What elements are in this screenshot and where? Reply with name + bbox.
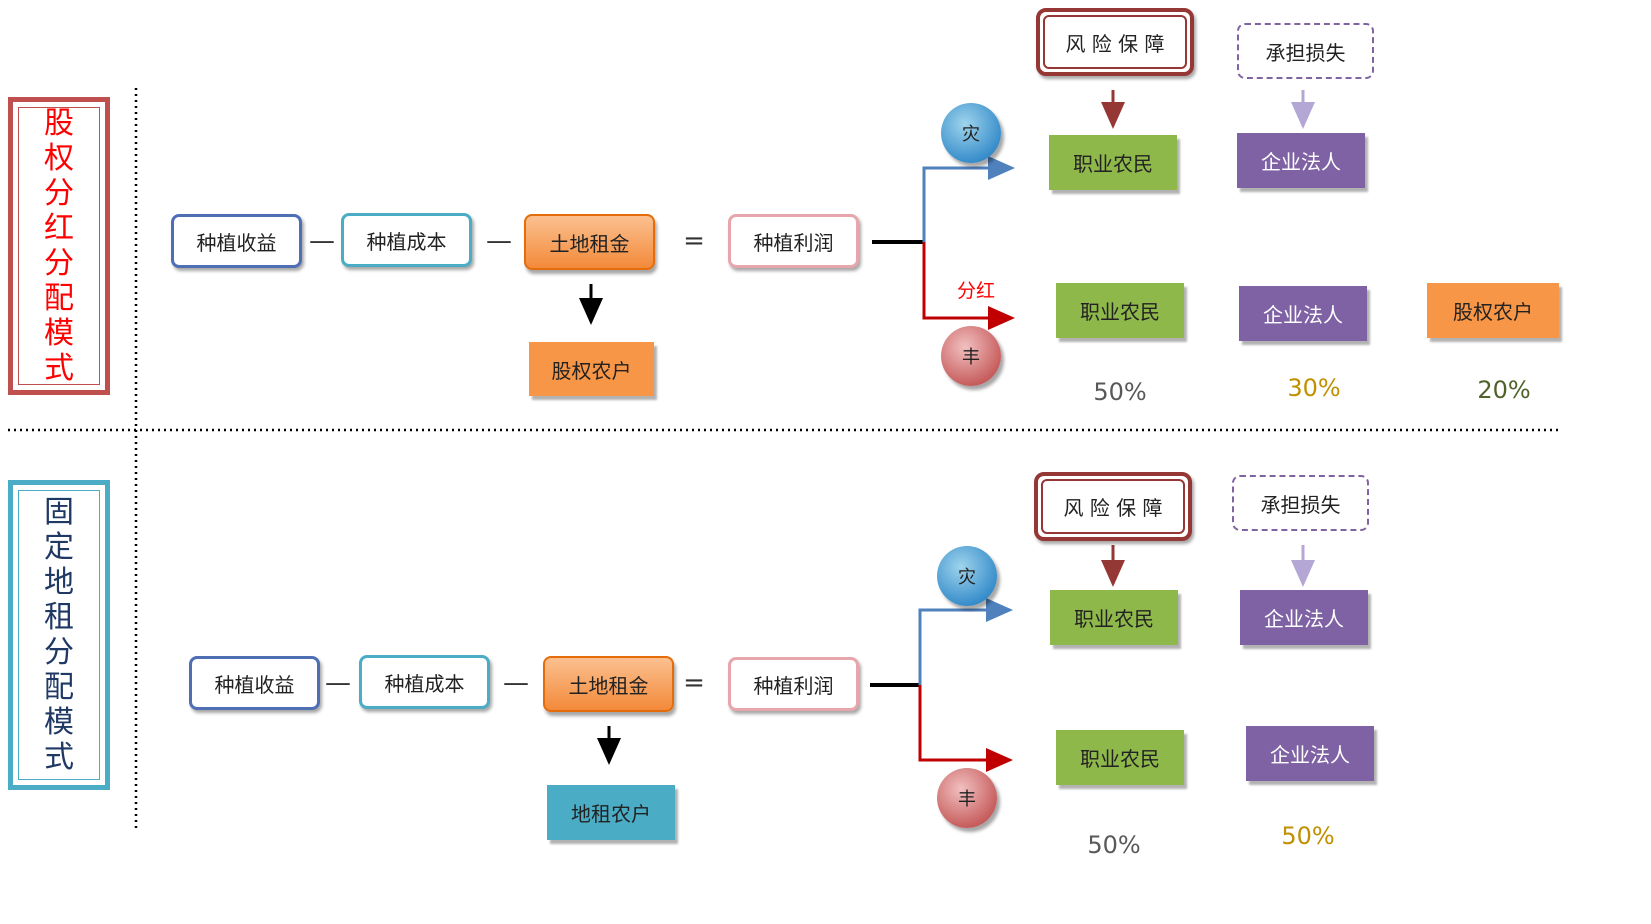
p1-revenue-label: 种植收益 (196, 230, 277, 255)
p2-harvest-enterprise-label: 企业法人 (1270, 743, 1350, 767)
p2-cost-label: 种植成本 (384, 671, 465, 696)
p1-rent-recipient-box: 股权农户 (529, 342, 654, 396)
p2-risk-box: 风 险 保 障 (1034, 472, 1192, 541)
p2-revenue-label: 种植收益 (214, 672, 295, 697)
p2-disaster-label: 灾 (958, 567, 976, 588)
p1-revenue-box: 种植收益 (171, 214, 302, 268)
p1-minus-2: — (486, 226, 512, 256)
p1-disaster-farmer-box: 职业农民 (1049, 135, 1177, 190)
p2-harvest-farmer-label: 职业农民 (1080, 747, 1160, 771)
p1-minus-1: — (309, 226, 335, 256)
p1-harvest-enterprise-label: 企业法人 (1263, 303, 1343, 327)
panel1-title-char: 红 (44, 211, 74, 246)
p1-rent-label: 土地租金 (549, 231, 630, 256)
p1-harvest-enterprise-box: 企业法人 (1239, 286, 1367, 341)
p1-harvest-shareholder-label: 股权农户 (1453, 300, 1533, 324)
p1-harvest-arrow (922, 242, 1015, 330)
p1-bear-loss-label: 承担损失 (1265, 40, 1346, 65)
panel2-title-char: 地 (44, 565, 74, 600)
p2-rent-recipient-box: 地租农户 (547, 785, 675, 840)
p2-pct-farmer: 50% (1087, 831, 1141, 859)
panel2-title-char: 模 (44, 705, 74, 740)
p2-rent-label: 土地租金 (568, 673, 649, 698)
p2-harvest-farmer-box: 职业农民 (1056, 730, 1184, 785)
p2-revenue-box: 种植收益 (189, 656, 320, 710)
p1-rent-box: 土地租金 (524, 214, 655, 270)
p1-title-box: 股权分红分配模式 (8, 97, 110, 395)
panel1-title-char: 模 (44, 316, 74, 351)
p2-disaster-enterprise-label: 企业法人 (1264, 607, 1344, 631)
p1-title-chars: 股权分红分配模式 (18, 106, 100, 386)
p2-disaster-circle: 灾 (937, 546, 997, 606)
p2-pct-enterprise: 50% (1281, 822, 1335, 850)
p2-profit-box: 种植利润 (728, 657, 859, 711)
p1-pct-farmer: 50% (1093, 378, 1147, 406)
p2-harvest-circle: 丰 (937, 768, 997, 828)
p2-disaster-farmer-box: 职业农民 (1050, 590, 1178, 645)
p2-bear-loss-box: 承担损失 (1232, 475, 1369, 531)
p2-equals: = (683, 668, 705, 698)
p1-disaster-enterprise-box: 企业法人 (1237, 133, 1365, 188)
p1-disaster-arrow (922, 156, 1015, 242)
p2-risk-label: 风 险 保 障 (1063, 496, 1163, 520)
p1-harvest-circle: 丰 (941, 326, 1001, 386)
p2-rent-box: 土地租金 (543, 656, 674, 712)
p1-harvest-shareholder-box: 股权农户 (1427, 283, 1559, 338)
panel1-title-char: 权 (44, 141, 74, 176)
panel1-title-char: 分 (44, 246, 74, 281)
p1-harvest-farmer-label: 职业农民 (1080, 300, 1160, 324)
p1-profit-label: 种植利润 (753, 230, 834, 255)
p2-disaster-arrow (918, 598, 1013, 685)
p2-title-box: 固定地租分配模式 (8, 480, 110, 790)
panel1-title-char: 分 (44, 176, 74, 211)
p1-risk-label: 风 险 保 障 (1065, 31, 1165, 56)
p2-minus-1: — (325, 668, 351, 698)
p1-risk-box: 风 险 保 障 (1036, 8, 1194, 76)
p1-profit-box: 种植利润 (728, 214, 859, 268)
p1-pct-shareholder: 20% (1477, 376, 1531, 404)
p1-dividend-label: 分红 (956, 279, 995, 302)
p1-rent-recipient-label: 股权农户 (551, 358, 632, 383)
p2-title-chars: 固定地租分配模式 (18, 490, 100, 780)
p2-harvest-arrow (918, 685, 1013, 772)
p1-pct-enterprise: 30% (1287, 374, 1341, 402)
p1-harvest-label: 丰 (962, 347, 980, 368)
p2-minus-2: — (503, 668, 529, 698)
panel2-title-char: 式 (44, 740, 74, 775)
p2-cost-box: 种植成本 (359, 655, 490, 709)
p2-harvest-label: 丰 (958, 789, 976, 810)
p2-profit-label: 种植利润 (753, 673, 834, 698)
p1-cost-label: 种植成本 (366, 229, 447, 254)
panel2-title-char: 租 (44, 600, 74, 635)
p1-disaster-circle: 灾 (941, 103, 1001, 163)
p1-disaster-farmer-label: 职业农民 (1073, 152, 1153, 176)
p2-rent-recipient-label: 地租农户 (571, 802, 651, 826)
p2-bear-loss-label: 承担损失 (1260, 492, 1341, 517)
p1-cost-box: 种植成本 (341, 213, 472, 267)
p1-harvest-farmer-box: 职业农民 (1056, 283, 1184, 338)
p1-disaster-label: 灾 (962, 124, 980, 145)
p1-disaster-enterprise-label: 企业法人 (1261, 150, 1341, 174)
panel2-title-char: 配 (44, 670, 74, 705)
panel1-title-char: 式 (44, 351, 74, 386)
panel2-title-char: 固 (44, 495, 74, 530)
p1-equals: = (683, 226, 705, 256)
p2-disaster-enterprise-box: 企业法人 (1240, 590, 1368, 645)
p1-bear-loss-box: 承担损失 (1237, 23, 1374, 79)
panel1-title-char: 股 (44, 106, 74, 141)
panel1-title-char: 配 (44, 281, 74, 316)
p2-harvest-enterprise-box: 企业法人 (1246, 726, 1374, 781)
panel2-title-char: 分 (44, 635, 74, 670)
p2-disaster-farmer-label: 职业农民 (1074, 607, 1154, 631)
panel2-title-char: 定 (44, 530, 74, 565)
